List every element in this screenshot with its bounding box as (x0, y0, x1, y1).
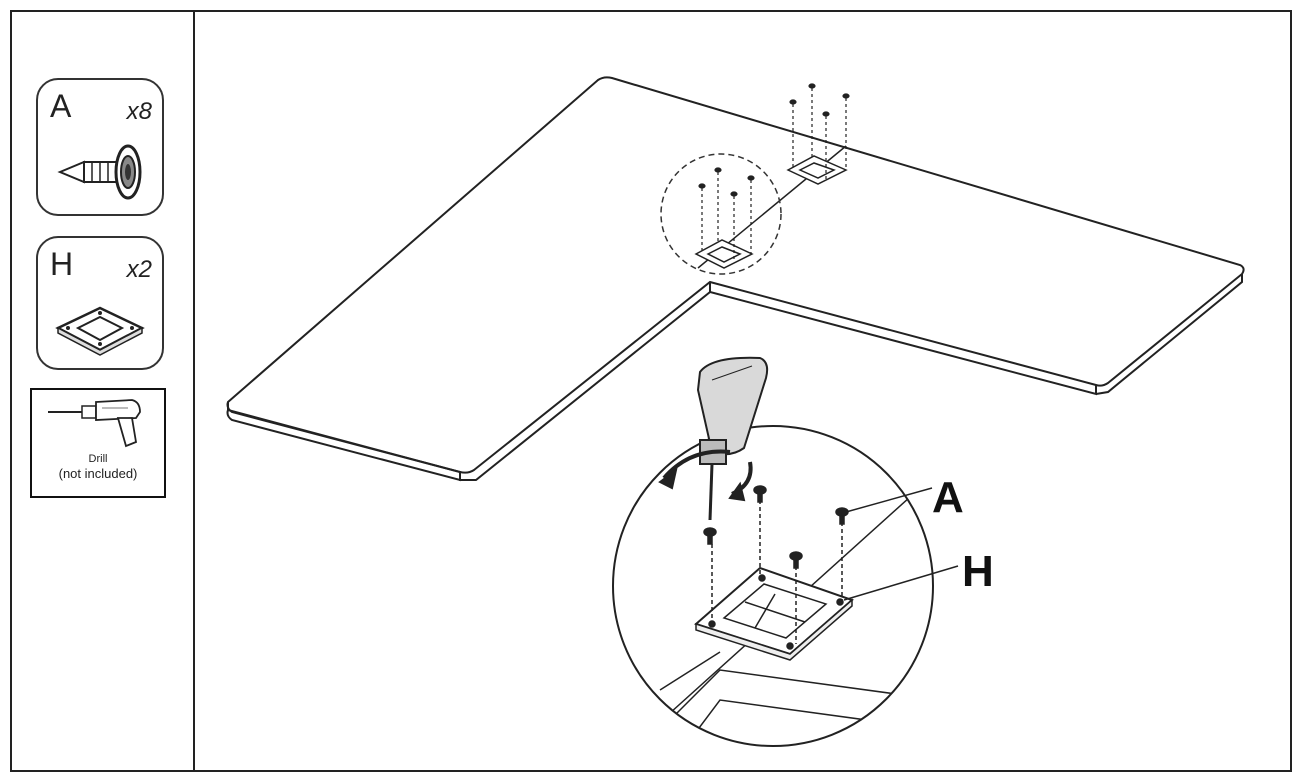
screw-group-1 (698, 167, 755, 262)
bracket-on-desk-2 (786, 155, 848, 185)
part-letter: H (50, 246, 74, 282)
part-card-h: H x2 (36, 236, 164, 370)
desktop-panel (226, 76, 1245, 482)
callout-label-a: A (932, 473, 964, 522)
screw-icon (57, 144, 142, 200)
callout-label-h: H (962, 547, 994, 596)
callout-leader-a (845, 487, 933, 513)
part-quantity: x2 (126, 256, 152, 283)
tool-box-drill: Drill (not included) (30, 388, 166, 498)
callout-leader-h (843, 565, 959, 601)
part-quantity: x8 (126, 98, 152, 125)
part-letter: A (50, 88, 72, 124)
instruction-frame (10, 10, 1292, 772)
bracket-on-desk-1 (694, 239, 754, 269)
detail-marker (660, 153, 782, 275)
tool-name: Drill (88, 453, 108, 465)
drill-icon (48, 399, 141, 448)
part-card-a: A x8 (36, 78, 164, 216)
drill-in-use (658, 356, 769, 521)
panel-divider (193, 10, 195, 772)
detail-zoom-circle (612, 425, 934, 747)
tool-note: (not included) (58, 466, 138, 481)
mounting-bracket-icon (55, 306, 145, 356)
assembly-illustration: A H (226, 76, 1245, 747)
screw-group-2 (789, 83, 850, 182)
